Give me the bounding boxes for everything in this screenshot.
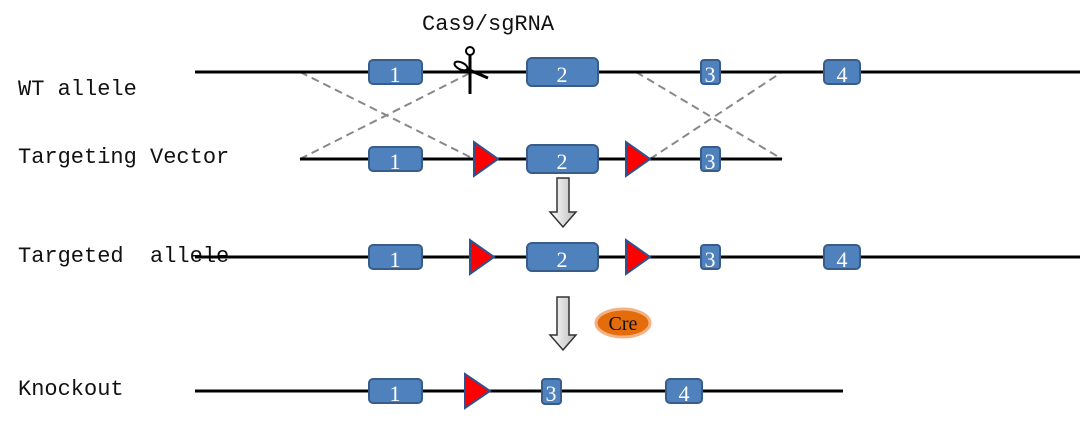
svg-text:4: 4 xyxy=(837,247,848,272)
exon-1: 1 xyxy=(368,244,423,272)
loxp-site xyxy=(473,140,500,178)
exon-4: 4 xyxy=(823,244,861,272)
exon-2: 2 xyxy=(526,57,599,87)
svg-text:1: 1 xyxy=(390,62,401,87)
svg-text:2: 2 xyxy=(557,149,568,174)
row-label-wt: WT allele xyxy=(18,77,137,102)
exon-2: 2 xyxy=(526,242,599,272)
svg-text:1: 1 xyxy=(390,149,401,174)
exon-1: 1 xyxy=(368,59,423,87)
row-label-knockout: Knockout xyxy=(18,377,124,402)
exon-3: 3 xyxy=(541,378,562,406)
row-label-targeted: Targeted allele xyxy=(18,244,229,269)
exon-2: 2 xyxy=(526,144,599,174)
exon-4: 4 xyxy=(823,59,861,87)
scissors-icon xyxy=(453,46,489,94)
knockout-allele: 1 3 4 xyxy=(195,372,843,410)
row-label-vector: Targeting Vector xyxy=(18,145,229,170)
targeting-vector: 1 2 3 xyxy=(300,140,782,178)
svg-text:3: 3 xyxy=(705,247,716,272)
svg-text:2: 2 xyxy=(557,247,568,272)
svg-text:3: 3 xyxy=(546,381,557,406)
exon-3: 3 xyxy=(700,59,721,87)
loxp-site xyxy=(625,238,652,276)
svg-text:3: 3 xyxy=(705,62,716,87)
svg-text:1: 1 xyxy=(390,381,401,406)
targeted-allele: 1 2 3 4 xyxy=(195,238,1080,276)
cas9-sgrna-label: Cas9/sgRNA xyxy=(422,12,555,37)
loxp-site xyxy=(469,238,496,276)
loxp-site xyxy=(464,372,492,410)
loxp-site xyxy=(625,140,652,178)
cre-recombinase: Cre xyxy=(594,307,652,339)
exon-1: 1 xyxy=(368,378,423,406)
homology-crossover-lines xyxy=(299,71,783,160)
exon-4: 4 xyxy=(665,378,703,406)
exon-3: 3 xyxy=(700,244,721,272)
down-arrow-icon xyxy=(548,177,578,229)
svg-text:Cre: Cre xyxy=(609,313,638,335)
svg-text:4: 4 xyxy=(679,381,690,406)
svg-text:1: 1 xyxy=(390,247,401,272)
svg-text:2: 2 xyxy=(557,62,568,87)
svg-text:4: 4 xyxy=(837,62,848,87)
exon-3: 3 xyxy=(700,146,721,174)
exon-1: 1 xyxy=(368,146,423,174)
wt-allele: 1 2 3 4 xyxy=(195,46,1080,94)
down-arrow-icon xyxy=(548,296,578,352)
svg-text:3: 3 xyxy=(705,149,716,174)
